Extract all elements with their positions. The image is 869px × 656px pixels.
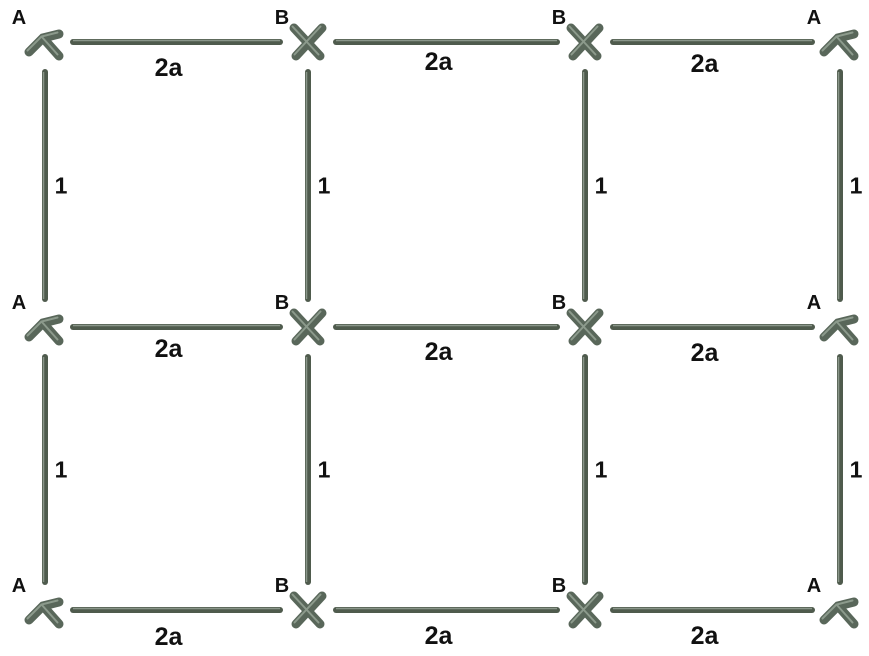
horizontal-edge-label: 2a: [155, 623, 184, 651]
connector-b-icon: [293, 595, 323, 625]
horizontal-bar: [336, 609, 557, 611]
connector-a-icon: [28, 33, 60, 57]
connector-b-icon: [570, 27, 600, 57]
connector-a-icon: [28, 318, 60, 342]
connector-a-icon: [823, 601, 855, 625]
horizontal-bar: [613, 609, 812, 611]
vertical-edge-label: 1: [595, 457, 608, 483]
horizontal-edge-label: 2a: [691, 622, 720, 650]
vertical-edge-label: 1: [55, 173, 68, 199]
horizontal-bar: [73, 326, 280, 328]
node-label: B: [275, 575, 289, 597]
node-label: B: [552, 7, 566, 29]
horizontal-bar: [336, 41, 557, 43]
vertical-bar: [307, 72, 309, 299]
vertical-edge-label: 1: [850, 457, 863, 483]
horizontal-edge-label: 2a: [155, 54, 184, 82]
horizontal-edge-label: 2a: [155, 335, 184, 363]
node-label: B: [275, 292, 289, 314]
horizontal-bar: [336, 326, 557, 328]
bars-layer: [44, 41, 841, 611]
node-label: B: [552, 292, 566, 314]
connector-a-icon: [823, 318, 855, 342]
vertical-edge-label: 1: [595, 173, 608, 199]
vertical-edge-label: 1: [318, 457, 331, 483]
horizontal-edge-label: 2a: [425, 338, 454, 366]
horizontal-edge-label: 2a: [425, 622, 454, 650]
node-label: B: [275, 7, 289, 29]
vertical-bar: [44, 357, 46, 582]
horizontal-bar: [73, 41, 280, 43]
vertical-bar: [584, 72, 586, 299]
connector-b-icon: [293, 27, 323, 57]
connector-b-icon: [293, 312, 323, 342]
node-label: A: [12, 7, 26, 29]
node-label: A: [807, 575, 821, 597]
connector-a-icon: [823, 33, 855, 57]
horizontal-bar: [613, 326, 812, 328]
node-label: B: [552, 575, 566, 597]
vertical-bar: [307, 357, 309, 582]
horizontal-bar: [73, 609, 280, 611]
node-label: A: [807, 292, 821, 314]
vertical-edge-label: 1: [850, 173, 863, 199]
vertical-edge-label: 1: [55, 457, 68, 483]
node-label: A: [12, 292, 26, 314]
horizontal-bar: [613, 41, 812, 43]
horizontal-edge-label: 2a: [691, 339, 720, 367]
horizontal-edge-label: 2a: [691, 50, 720, 78]
vertical-edge-label: 1: [318, 173, 331, 199]
connector-a-icon: [28, 601, 60, 625]
vertical-bar: [839, 72, 841, 299]
vertical-bar: [584, 357, 586, 582]
node-label: A: [807, 7, 821, 29]
vertical-bar: [44, 72, 46, 299]
horizontal-edge-label: 2a: [425, 48, 454, 76]
vertical-bar: [839, 357, 841, 582]
connector-b-icon: [570, 312, 600, 342]
connector-b-icon: [570, 595, 600, 625]
node-label: A: [12, 575, 26, 597]
